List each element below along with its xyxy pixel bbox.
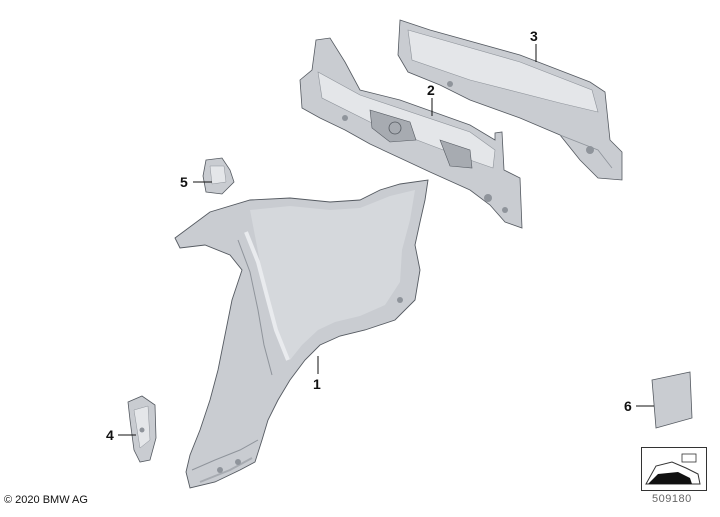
part-6-insulation-pad[interactable] [651, 371, 693, 429]
part-1-side-panel[interactable] [174, 179, 429, 489]
callout-2: 2 [427, 82, 435, 98]
callout-4: 4 [106, 427, 114, 443]
part-4-reinforcement[interactable] [127, 395, 157, 463]
copyright-notice: © 2020 BMW AG [4, 494, 88, 506]
reference-thumbnail [641, 447, 707, 491]
leader-lines [118, 44, 654, 436]
callout-3: 3 [530, 28, 538, 44]
reference-number: 509180 [652, 493, 692, 505]
callout-1: 1 [313, 376, 321, 392]
car-section-icon [645, 453, 701, 485]
callout-6: 6 [624, 398, 632, 414]
part-3-rear-panel-upper[interactable] [397, 19, 623, 181]
callout-5: 5 [180, 174, 188, 190]
part-2-rear-panel-lower[interactable] [299, 37, 523, 229]
part-5-bracket[interactable] [202, 157, 235, 195]
